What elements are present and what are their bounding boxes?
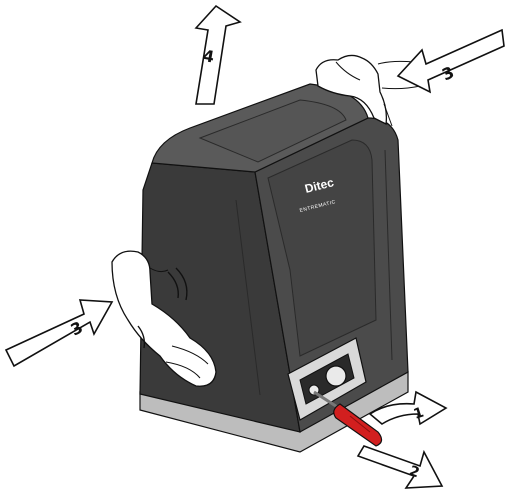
arrow-step-3-top: 3 [398, 30, 504, 92]
release-lock-knob [326, 366, 346, 386]
arrow-step-4: 4 [196, 6, 240, 104]
arrow-step-3-left: 3 [6, 300, 112, 366]
motor-housing: Ditec ENTREMATIC [140, 84, 408, 452]
arrow-step-2: 2 [358, 446, 442, 488]
